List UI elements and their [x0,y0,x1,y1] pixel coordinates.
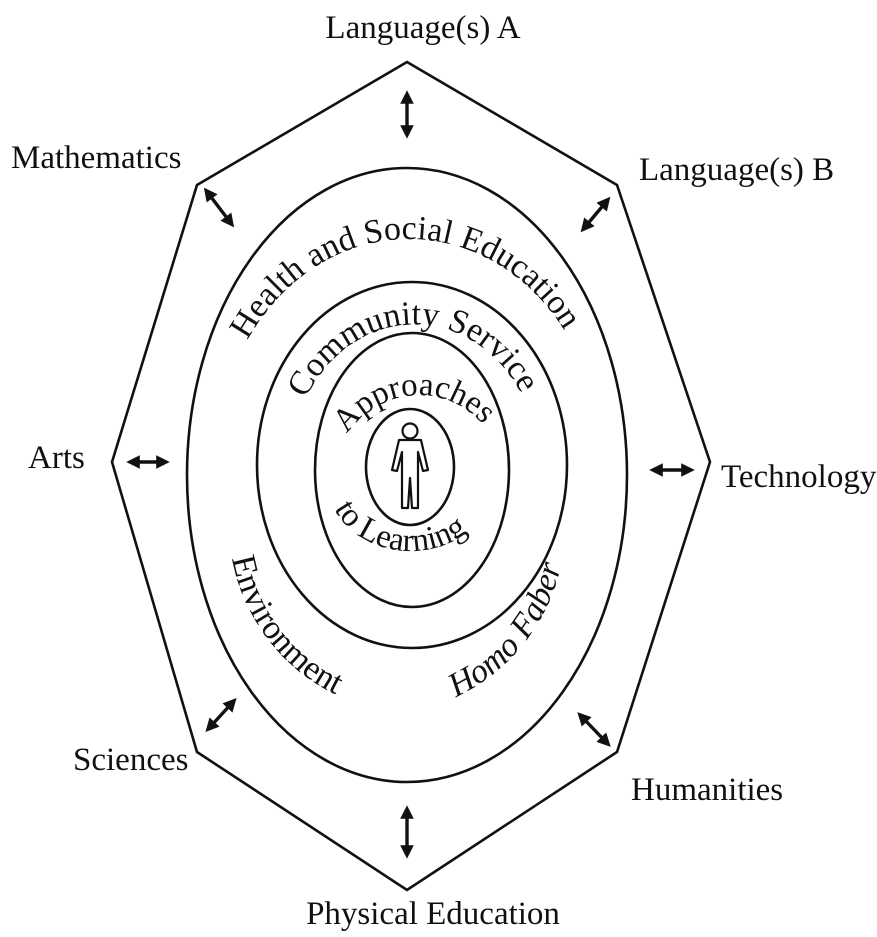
subject-label-top-left: Mathematics [11,140,181,176]
inner-ring [313,331,511,609]
subject-label-top-right: Language(s) B [639,152,834,188]
subject-label-bottom-right: Humanities [631,772,783,808]
subject-label-top: Language(s) A [325,10,520,46]
arrow-top-left [203,187,235,228]
middle-ring [255,280,569,650]
subject-label-right: Technology [721,459,877,495]
area-label-approaches: Approaches [326,367,503,439]
subject-label-bottom: Physical Education [306,896,560,932]
arrow-top-right [580,196,611,233]
outer-ring [185,166,629,784]
area-label-homo-faber: Homo Faber [441,557,569,705]
student-figure-icon [390,422,430,510]
area-label-to-learning: to Learning [327,494,472,559]
subject-label-left: Arts [28,440,85,476]
arrow-bottom-left [205,697,237,733]
outer-octagon [110,60,712,892]
center-ring [364,407,456,527]
arrow-bottom-right [577,712,611,747]
subject-label-bottom-left: Sciences [73,742,188,778]
